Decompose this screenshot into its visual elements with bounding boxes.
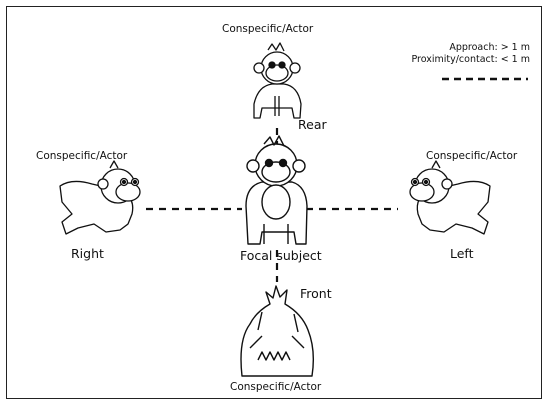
left-label: Left: [450, 246, 474, 261]
actor-label-left: Conspecific/Actor: [36, 150, 128, 162]
actor-label-bottom: Conspecific/Actor: [230, 381, 322, 393]
right-label: Right: [71, 246, 104, 261]
actor-label-right: Conspecific/Actor: [426, 150, 518, 162]
rear-label: Rear: [298, 117, 327, 132]
legend: Approach: > 1 m Proximity/contact: < 1 m: [411, 42, 530, 66]
monkey-left-illustration: [409, 160, 491, 235]
actor-label-top: Conspecific/Actor: [222, 23, 314, 35]
figure-frame: [6, 6, 542, 399]
legend-proximity: Proximity/contact: < 1 m: [411, 53, 530, 65]
monkey-front-illustration: [240, 285, 315, 377]
monkey-rear-illustration: [253, 42, 302, 119]
legend-approach: Approach: > 1 m: [449, 42, 530, 53]
monkey-right-illustration: [59, 160, 141, 235]
focal-subject-label: Focal subject: [240, 248, 322, 263]
monkey-focal-illustration: [245, 135, 308, 245]
front-label: Front: [300, 286, 332, 301]
